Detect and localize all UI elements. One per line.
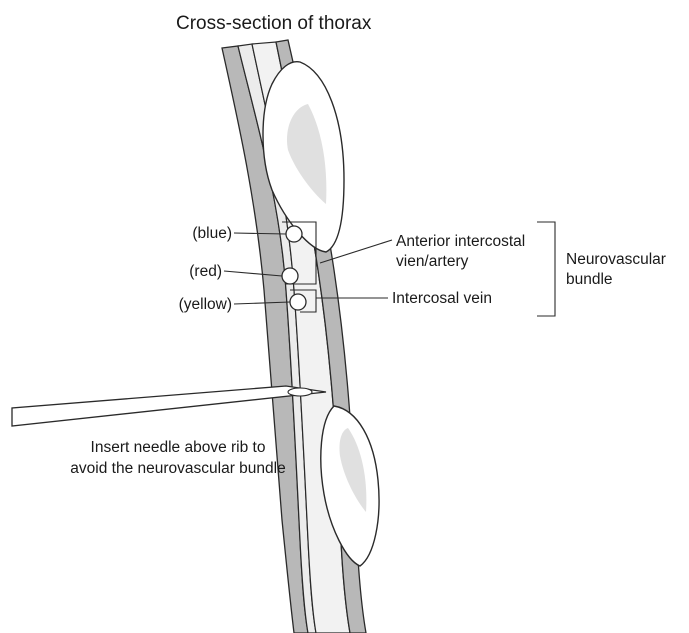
diagram-title: Cross-section of thorax (176, 14, 371, 33)
neurovascular-bundle-bracket (537, 222, 555, 316)
anterior-vessel-label-line2: vien/artery (396, 252, 468, 271)
blue-vessel-label: (blue) (168, 224, 232, 243)
red-vessel (282, 268, 298, 284)
anterior-vessel-label: Anterior intercostal (396, 232, 525, 251)
needle-instruction-text: Insert needle above rib to (20, 438, 336, 457)
yellow-vessel (290, 294, 306, 310)
yellow-vessel-label: (yellow) (160, 295, 232, 314)
needle-bevel (288, 388, 312, 396)
intercostal-vein-label: Intercosal vein (392, 289, 492, 308)
needle-instruction-text-line2: avoid the neurovascular bundle (20, 459, 336, 478)
blue-vessel (286, 226, 302, 242)
neurovascular-bundle-label-line2: bundle (566, 270, 613, 289)
neurovascular-bundle-label: Neurovascular (566, 250, 666, 269)
red-vessel-label: (red) (168, 262, 222, 281)
